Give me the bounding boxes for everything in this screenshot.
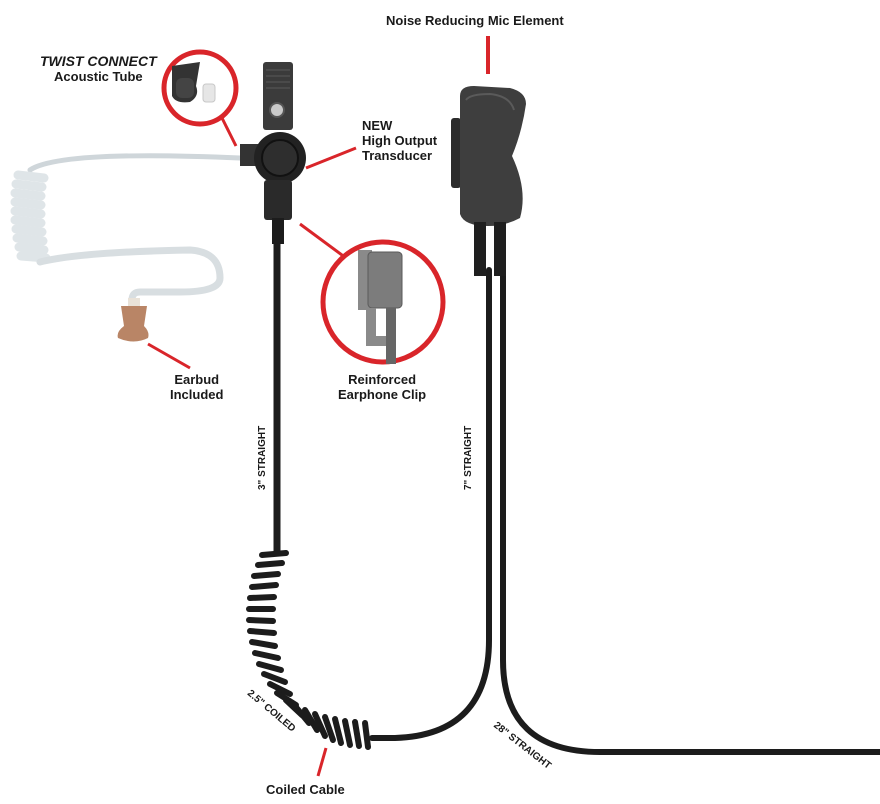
- coiled-cable-label: Coiled Cable: [266, 782, 345, 797]
- cables: [273, 236, 880, 755]
- earphone-clip-label: Reinforced Earphone Clip: [338, 372, 426, 402]
- mic-element-label: Noise Reducing Mic Element: [386, 13, 564, 28]
- coiled-cable-text: Coiled Cable: [266, 782, 345, 797]
- transducer-callout-line: [305, 146, 357, 170]
- transducer-line2: High Output: [362, 133, 438, 148]
- clip-line2: Earphone Clip: [338, 387, 427, 402]
- earphone-clip-inset: [299, 222, 446, 365]
- coiled-cable: [246, 550, 371, 750]
- twist-connect-inset: [161, 49, 239, 147]
- coiled-cable-callout-line: [316, 747, 328, 777]
- acoustic-tube: [10, 153, 243, 304]
- transducer-line1: NEW: [362, 118, 393, 133]
- earbud-line1: Earbud: [174, 372, 220, 387]
- earbud: [117, 298, 149, 342]
- earbud-label: Earbud Included: [170, 372, 223, 402]
- twist-connect-title: TWIST CONNECT: [40, 53, 157, 69]
- mic-element-text: Noise Reducing Mic Element: [386, 13, 564, 28]
- earbud-callout-line: [147, 342, 191, 370]
- twist-connect-subtitle: Acoustic Tube: [54, 69, 143, 84]
- segment-label-7in: 7" STRAIGHT: [463, 425, 474, 490]
- cable-28in-straight: [500, 267, 880, 755]
- segment-label-3in: 3" STRAIGHT: [257, 425, 268, 490]
- transducer: [240, 62, 306, 244]
- mic-housing: [451, 36, 526, 276]
- transducer-line3: Transducer: [362, 148, 433, 163]
- earbud-line2: Included: [170, 387, 224, 402]
- twist-connect-label: TWIST CONNECT Acoustic Tube: [40, 53, 157, 85]
- cable-7in-straight: [369, 267, 492, 741]
- transducer-label: NEW High Output Transducer: [362, 118, 437, 163]
- clip-line1: Reinforced: [348, 372, 417, 387]
